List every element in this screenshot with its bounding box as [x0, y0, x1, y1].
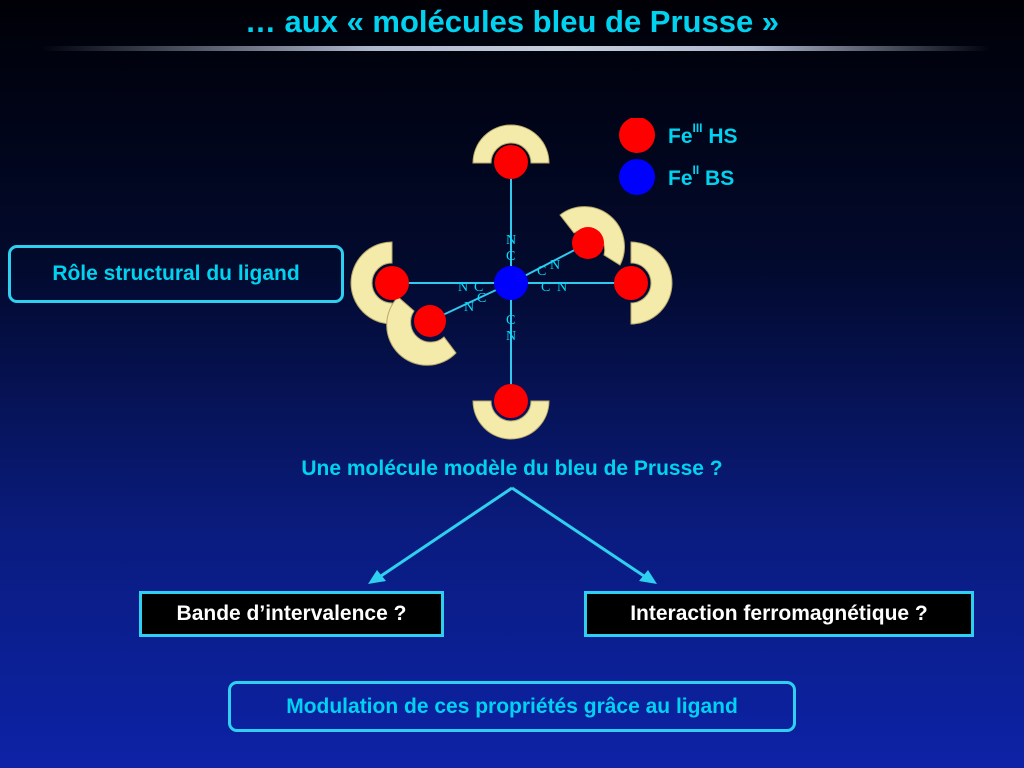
ligand-modulation-box: Modulation de ces propriétés grâce au li…	[228, 681, 796, 732]
atom-label-c: C	[541, 280, 550, 295]
fe3-left	[375, 266, 409, 300]
molecule-diagram: N C C N N C C N C N C N	[350, 124, 673, 440]
arrow-left	[374, 486, 513, 582]
atom-label-n: N	[506, 233, 516, 248]
structural-role-box: Rôle structural du ligand	[8, 245, 344, 303]
fe2-center	[494, 266, 528, 300]
model-question: Une molécule modèle du bleu de Prusse ?	[301, 457, 723, 480]
ligand-ring-top	[472, 124, 550, 164]
atom-label-n: N	[506, 329, 516, 344]
ferromagnetic-interaction-box: Interaction ferromagnétique ?	[584, 591, 974, 637]
atom-label-n: N	[557, 280, 567, 295]
slide-title: … aux « molécules bleu de Prusse »	[244, 4, 780, 39]
arrowhead-right	[639, 570, 657, 584]
legend-swatches	[619, 118, 655, 195]
intervalence-band-box: Bande d’intervalence ?	[139, 591, 444, 637]
branch-arrows	[368, 486, 657, 584]
atom-label-n: N	[458, 280, 468, 295]
fe3-top	[494, 145, 528, 179]
fe3-right	[614, 266, 648, 300]
legend-fe3-swatch	[619, 118, 655, 153]
arrow-right	[511, 486, 651, 582]
atom-label-c: C	[537, 264, 546, 279]
atom-label-c: C	[474, 280, 483, 295]
legend-fe2-swatch	[619, 159, 655, 195]
legend-fe2-label: FeII BS	[668, 163, 735, 190]
arrowhead-left	[368, 570, 386, 584]
title-divider	[40, 46, 990, 51]
fe3-lower-left	[414, 305, 446, 337]
ligand-ring-right	[630, 241, 673, 325]
atom-label-n: N	[550, 258, 560, 273]
ligand-ring-lower-left	[386, 296, 457, 366]
legend-fe3-label: FeIII HS	[668, 121, 738, 148]
atom-label-c: C	[506, 313, 515, 328]
fe3-bottom	[494, 384, 528, 418]
atom-label-c: C	[506, 249, 515, 264]
atom-label-c: C	[477, 291, 486, 306]
atom-label-n: N	[464, 300, 474, 315]
ligand-ring-bottom	[472, 400, 550, 440]
fe3-upper-right	[572, 227, 604, 259]
ligand-ring-left	[350, 241, 393, 325]
